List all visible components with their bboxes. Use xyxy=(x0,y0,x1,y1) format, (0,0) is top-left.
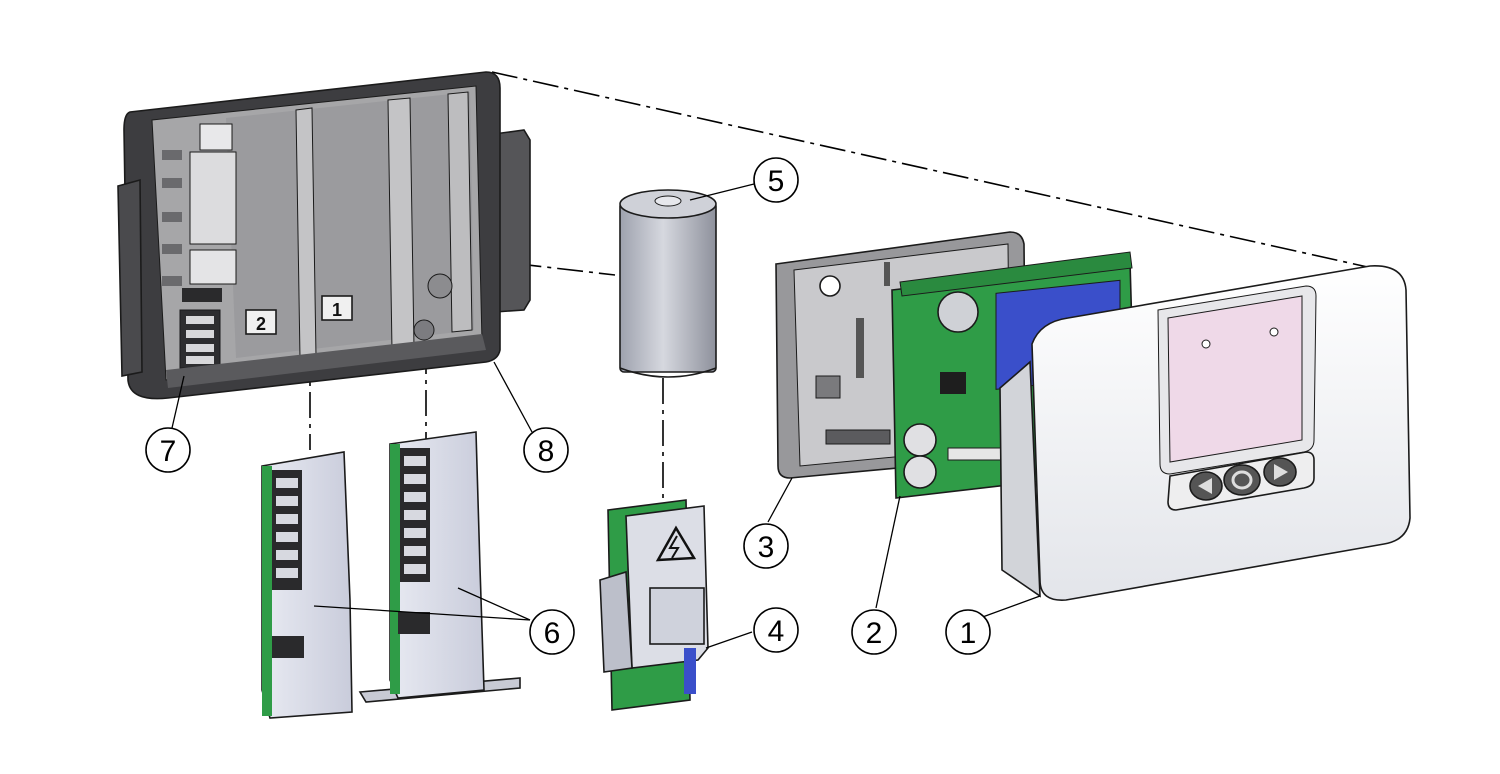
leader-6b xyxy=(457,587,531,621)
right-arrow-icon xyxy=(1274,464,1288,480)
housing-relay-top xyxy=(199,123,233,151)
callout-6: 6 xyxy=(529,609,575,655)
module-right-pcb-edge xyxy=(390,444,400,694)
pcb-capacitor-1 xyxy=(903,423,937,457)
housing-relay-1 xyxy=(189,151,237,245)
callout-7-label: 7 xyxy=(160,435,177,468)
callout-7: 7 xyxy=(145,427,191,473)
battery xyxy=(619,189,717,378)
power-supply-module xyxy=(599,499,709,711)
housing-bottom-lip xyxy=(166,334,486,388)
ok-circle-icon xyxy=(1231,470,1253,490)
module-right-terminals xyxy=(404,456,426,574)
psu-blue-part xyxy=(684,648,696,694)
back-plate-slot-top xyxy=(884,262,890,286)
ok-button[interactable] xyxy=(1223,464,1261,496)
leader-7 xyxy=(171,375,185,429)
callout-3-label: 3 xyxy=(758,531,775,564)
callout-1-label: 1 xyxy=(960,617,977,650)
left-arrow-button[interactable] xyxy=(1189,471,1223,501)
callout-4: 4 xyxy=(753,607,799,653)
housing-partition-2 xyxy=(387,97,415,351)
slot-tag-2: 2 xyxy=(245,309,277,335)
psu-warning-triangle xyxy=(655,525,697,562)
ok-button-cap[interactable] xyxy=(1223,464,1261,496)
battery-bottom-edge xyxy=(619,367,717,378)
callout-4-label: 4 xyxy=(768,615,785,648)
front-cover-window xyxy=(1167,295,1303,463)
left-arrow-icon xyxy=(1198,478,1212,494)
callout-2: 2 xyxy=(851,609,897,655)
slot-tag-1-text: 1 xyxy=(332,300,342,320)
front-cover-window-dot-2 xyxy=(1269,327,1279,337)
pcb-coin-cell xyxy=(937,291,979,333)
leader-lines xyxy=(171,183,1041,649)
callout-8: 8 xyxy=(523,427,569,473)
expansion-module-right xyxy=(358,431,521,703)
slot-tag-1: 1 xyxy=(321,295,353,321)
high-voltage-icon xyxy=(668,535,680,559)
back-plate-bottom-slot xyxy=(825,429,891,445)
callout-1: 1 xyxy=(945,609,991,655)
battery-body xyxy=(619,201,717,373)
leader-2 xyxy=(875,495,901,609)
back-plate-hole xyxy=(819,275,841,297)
housing-boss xyxy=(427,273,453,299)
psu-transformer xyxy=(649,587,705,645)
housing-partition-1 xyxy=(295,107,317,359)
expansion-module-left xyxy=(261,451,353,719)
housing-post xyxy=(413,319,435,341)
housing-left-grip xyxy=(117,178,143,377)
back-plate-slot-mid xyxy=(856,318,864,378)
callout-6-label: 6 xyxy=(544,617,561,650)
leader-6a xyxy=(313,605,531,621)
module-left-terminals xyxy=(276,478,298,578)
module-left-connector xyxy=(272,636,304,658)
pcb-capacitor-2 xyxy=(903,455,937,489)
pcb-top-strip xyxy=(899,251,1133,297)
callout-5: 5 xyxy=(753,157,799,203)
housing-connector-slots xyxy=(186,316,214,364)
leader-8 xyxy=(493,361,533,433)
front-cover-window-dot-1 xyxy=(1201,339,1211,349)
psu-cover-side xyxy=(599,570,633,673)
housing-partition-3 xyxy=(447,91,473,333)
front-cover xyxy=(999,265,1411,601)
leader-3 xyxy=(767,477,793,523)
alignment-line-top xyxy=(491,71,1373,269)
battery-terminal xyxy=(654,195,682,207)
rear-housing: 1 2 xyxy=(117,71,531,400)
module-left-pcb-edge xyxy=(262,466,272,716)
callout-3: 3 xyxy=(743,523,789,569)
pcb-ic xyxy=(940,372,966,394)
housing-small-connector xyxy=(182,288,222,302)
housing-screw-posts xyxy=(162,150,182,286)
back-plate-window xyxy=(815,375,841,399)
leader-5 xyxy=(689,183,755,201)
callout-2-label: 2 xyxy=(866,617,883,650)
leader-4 xyxy=(705,631,753,649)
slot-tag-2-text: 2 xyxy=(256,314,266,334)
callout-5-label: 5 xyxy=(768,165,785,198)
housing-relay-2 xyxy=(189,249,237,285)
right-arrow-button[interactable] xyxy=(1263,457,1297,487)
callout-8-label: 8 xyxy=(538,435,555,468)
module-right-connector xyxy=(398,612,430,634)
